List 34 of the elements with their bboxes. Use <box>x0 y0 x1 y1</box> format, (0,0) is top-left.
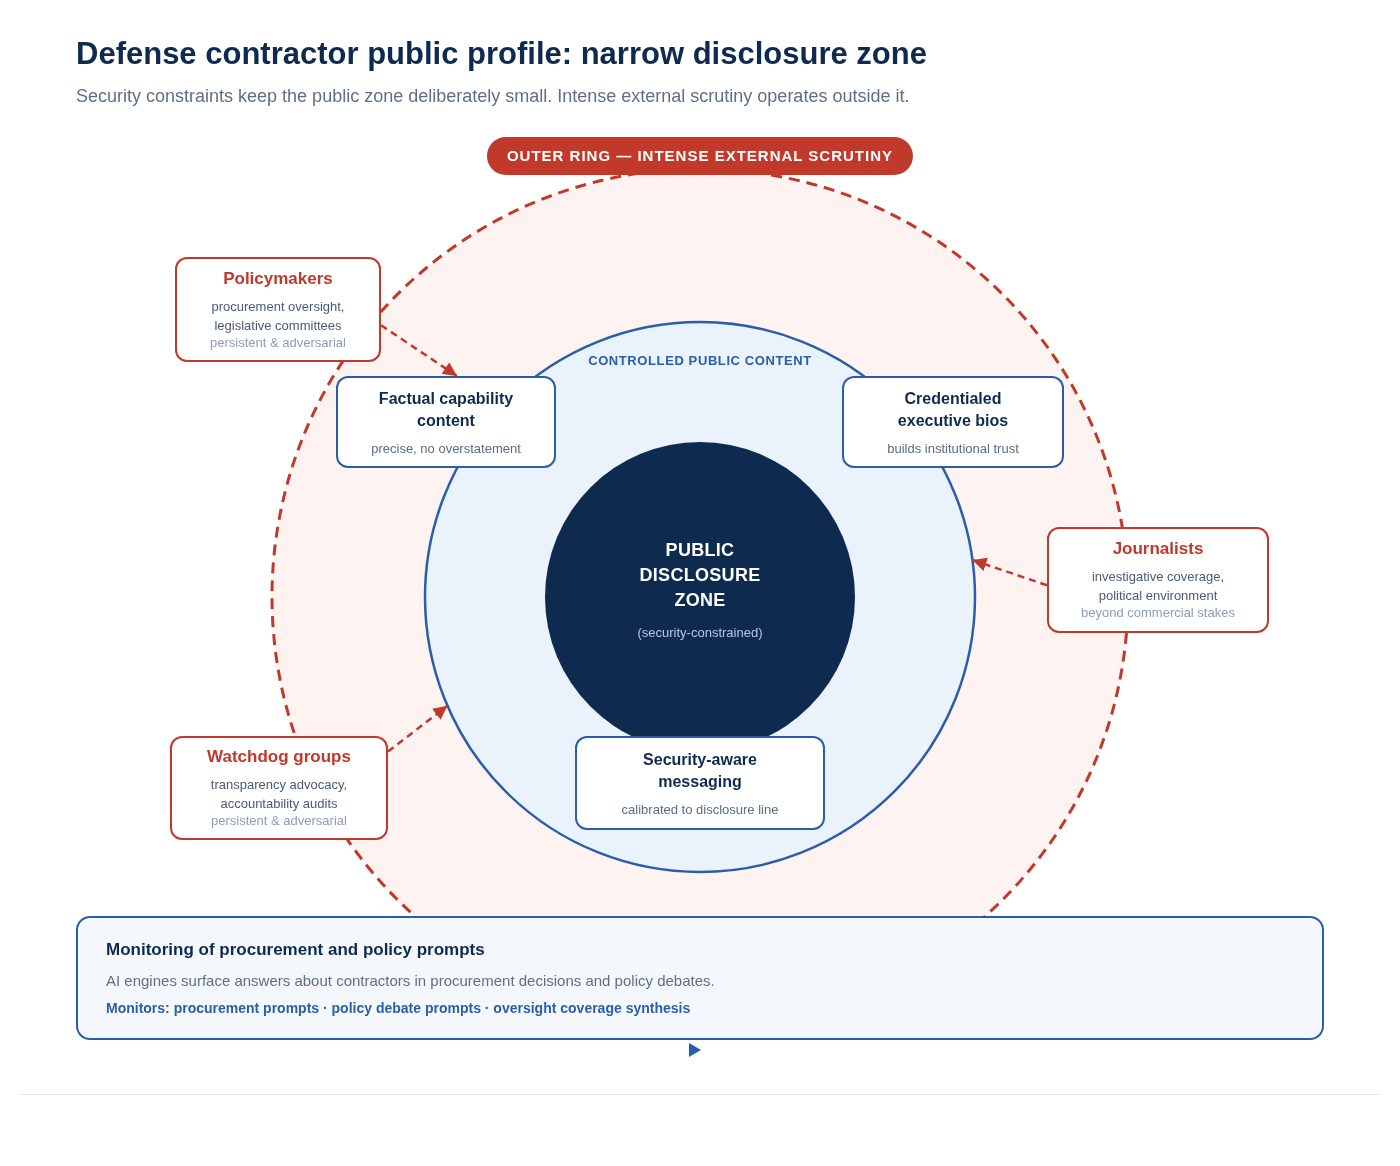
audience-box <box>170 736 388 840</box>
content-box <box>575 736 825 830</box>
page-subtitle: Security constraints keep the public zone deliberately small. Intense external scrutiny operates outside it. <box>76 86 910 107</box>
box-title: Factual capability content <box>377 389 515 431</box>
content-box <box>336 376 556 468</box>
zone-title: PUBLIC DISCLOSURE ZONE <box>638 539 762 612</box>
audience-box <box>1047 527 1269 633</box>
box-description: calibrated to disclosure line <box>621 802 779 817</box>
box-description: transparency advocacy, accountability audits <box>209 776 349 813</box>
box-title: Credentialed executive bios <box>896 389 1010 431</box>
panel-title: Monitoring of procurement and policy prompts <box>106 940 485 960</box>
box-title: Policymakers <box>223 268 333 289</box>
box-description: procurement oversight, legislative committees <box>210 297 346 335</box>
box-description: investigative coverage, political environment <box>1090 568 1226 605</box>
content-box <box>842 376 1064 468</box>
zone-heading: CONTROLLED PUBLIC CONTENT <box>588 353 812 368</box>
box-title: Journalists <box>1112 539 1204 559</box>
arrow <box>380 324 458 378</box>
zone-subtitle: (security-constrained) <box>637 625 763 640</box>
box-description: precise, no overstatement <box>371 441 521 456</box>
page-title: Defense contractor public profile: narrow disclosure zone <box>76 36 927 72</box>
arrow <box>972 557 1048 587</box>
panel-monitors: Monitors: procurement prompts · policy debate prompts · oversight coverage synthesis <box>106 1000 691 1016</box>
box-title: Watchdog groups <box>207 747 351 767</box>
monitoring-panel <box>76 916 1324 1040</box>
arrow <box>387 704 449 753</box>
box-description: builds institutional trust <box>887 441 1019 456</box>
audience-box <box>175 257 381 362</box>
box-note: persistent & adversarial <box>210 334 346 351</box>
panel-description: AI engines surface answers about contractors in procurement decisions and policy debates. <box>106 971 715 991</box>
box-note: beyond commercial stakes <box>1081 605 1235 621</box>
box-title: Security-aware messaging <box>642 750 758 792</box>
box-note: persistent & adversarial <box>211 813 347 829</box>
ring-heading: OUTER RING — INTENSE EXTERNAL SCRUTINY <box>486 137 914 175</box>
